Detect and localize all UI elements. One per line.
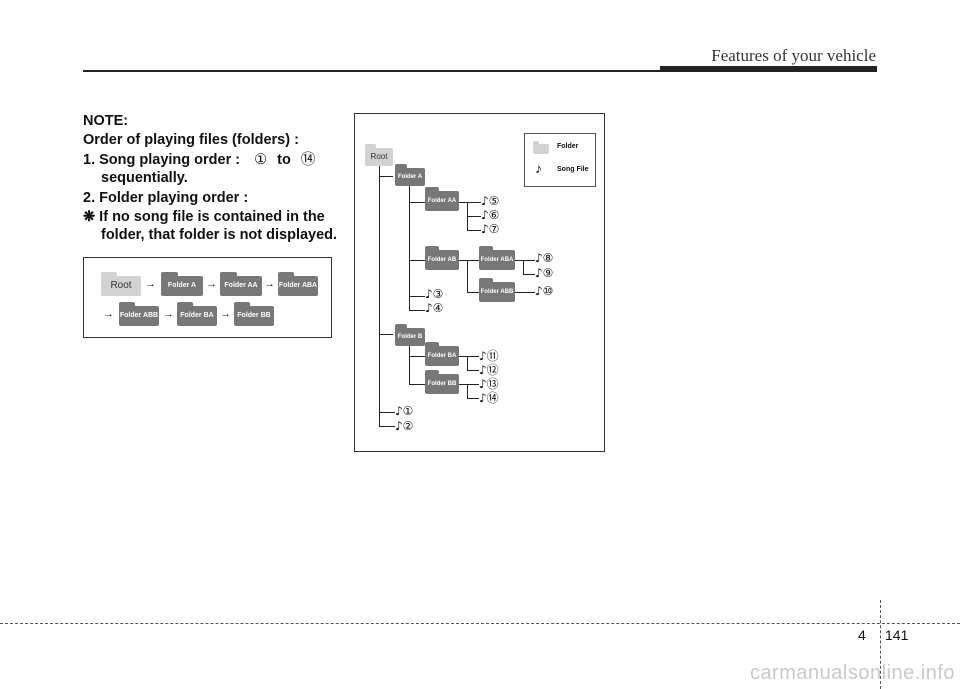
tree-line bbox=[409, 296, 425, 297]
seq-arrow: → bbox=[220, 308, 231, 320]
seq-folder-ba: Folder BA bbox=[177, 302, 217, 326]
seq-folder-aba: Folder ABA bbox=[278, 272, 318, 296]
tree-line bbox=[409, 384, 425, 385]
seq-folder-a: Folder A bbox=[161, 272, 203, 296]
seq-folder-root: Root bbox=[101, 272, 141, 296]
tree-line bbox=[459, 202, 481, 203]
legend: Folder ♪ Song File bbox=[524, 133, 596, 187]
seq-arrow: → bbox=[264, 278, 275, 290]
song-file: ♪② bbox=[395, 419, 414, 433]
tree-line bbox=[459, 260, 479, 261]
song-file: ♪⑨ bbox=[535, 266, 554, 280]
seq-arrow: → bbox=[163, 308, 174, 320]
tree-line bbox=[459, 356, 479, 357]
tree-folder-a: Folder A bbox=[395, 164, 425, 186]
tree-line bbox=[467, 230, 481, 231]
tree-line bbox=[409, 344, 410, 384]
tree-line bbox=[379, 166, 380, 426]
seq-arrow: → bbox=[103, 308, 114, 320]
footer-rule bbox=[0, 623, 960, 624]
header-rule-accent bbox=[660, 66, 877, 72]
note-line1: Order of playing files (folders) : bbox=[83, 132, 299, 148]
tree-line bbox=[379, 412, 395, 413]
note-heading: NOTE: bbox=[83, 113, 129, 129]
tree-line bbox=[467, 384, 468, 398]
note-warning-line1: ❋ If no song file is contained in the bbox=[83, 209, 325, 225]
tree-line bbox=[379, 334, 393, 335]
page-number: 141 bbox=[885, 627, 909, 643]
tree-line bbox=[379, 176, 393, 177]
footer-divider bbox=[880, 600, 881, 689]
tree-folder-root: Root bbox=[365, 144, 393, 166]
song-file: ♪③ bbox=[425, 287, 444, 301]
note-item1: 1. Song playing order : ① to ⑭ bbox=[83, 151, 315, 169]
folder-tree-diagram: Folder ♪ Song File Root Folder A Folder … bbox=[354, 113, 605, 452]
legend-folder-icon bbox=[533, 141, 549, 154]
header-title: Features of your vehicle bbox=[711, 46, 876, 65]
tree-line bbox=[409, 260, 425, 261]
tree-folder-aa: Folder AA bbox=[425, 187, 459, 211]
tree-line bbox=[467, 370, 479, 371]
tree-line bbox=[409, 186, 410, 310]
tree-line bbox=[467, 398, 479, 399]
song-file: ♪⑬ bbox=[479, 377, 499, 391]
note-item1-to-word: to bbox=[273, 152, 295, 168]
tree-line bbox=[515, 260, 535, 261]
tree-line bbox=[459, 384, 479, 385]
tree-line bbox=[409, 310, 425, 311]
note-item1-cont: sequentially. bbox=[101, 170, 188, 186]
tree-line bbox=[467, 260, 468, 292]
song-file: ♪⑭ bbox=[479, 391, 499, 405]
tree-folder-b: Folder B bbox=[395, 324, 425, 346]
seq-folder-aa: Folder AA bbox=[220, 272, 262, 296]
song-file: ♪⑥ bbox=[481, 208, 500, 222]
song-file: ♪⑪ bbox=[479, 349, 499, 363]
tree-line bbox=[523, 260, 524, 274]
song-file: ♪⑫ bbox=[479, 363, 499, 377]
song-file: ♪⑦ bbox=[481, 222, 500, 236]
legend-folder-label: Folder bbox=[557, 143, 579, 150]
note-item1-to: ⑭ bbox=[300, 152, 316, 168]
tree-line bbox=[379, 426, 395, 427]
tree-line bbox=[409, 356, 425, 357]
note-item1-prefix: 1. Song playing order : bbox=[83, 152, 245, 168]
tree-line bbox=[409, 202, 425, 203]
tree-folder-bb: Folder BB bbox=[425, 370, 459, 394]
legend-song-icon: ♪ bbox=[535, 160, 542, 176]
folder-order-diagram: Root → Folder A → Folder AA → Folder ABA… bbox=[83, 257, 332, 338]
tree-line bbox=[523, 274, 535, 275]
note-item1-from: ① bbox=[254, 152, 268, 168]
tree-line bbox=[467, 216, 481, 217]
song-file: ♪⑩ bbox=[535, 284, 554, 298]
tree-line bbox=[515, 292, 535, 293]
seq-arrow: → bbox=[206, 278, 217, 290]
song-file: ♪④ bbox=[425, 301, 444, 315]
song-file: ♪⑤ bbox=[481, 194, 500, 208]
tree-folder-aba: Folder ABA bbox=[479, 246, 515, 270]
seq-folder-abb: Folder ABB bbox=[119, 302, 159, 326]
tree-folder-abb: Folder ABB bbox=[479, 278, 515, 302]
song-file: ♪① bbox=[395, 404, 414, 418]
tree-line bbox=[467, 292, 479, 293]
tree-folder-ba: Folder BA bbox=[425, 342, 459, 366]
header-rule bbox=[83, 70, 877, 72]
tree-folder-ab: Folder AB bbox=[425, 246, 459, 270]
note-item2: 2. Folder playing order : bbox=[83, 190, 249, 206]
legend-song-label: Song File bbox=[557, 166, 589, 173]
chapter-number: 4 bbox=[858, 627, 866, 643]
song-file: ♪⑧ bbox=[535, 251, 554, 265]
watermark[interactable]: carmanualsonline.info bbox=[749, 662, 955, 684]
note-warning-line2: folder, that folder is not displayed. bbox=[101, 227, 338, 243]
seq-arrow: → bbox=[145, 278, 156, 290]
seq-folder-bb: Folder BB bbox=[234, 302, 274, 326]
tree-line bbox=[467, 356, 468, 370]
